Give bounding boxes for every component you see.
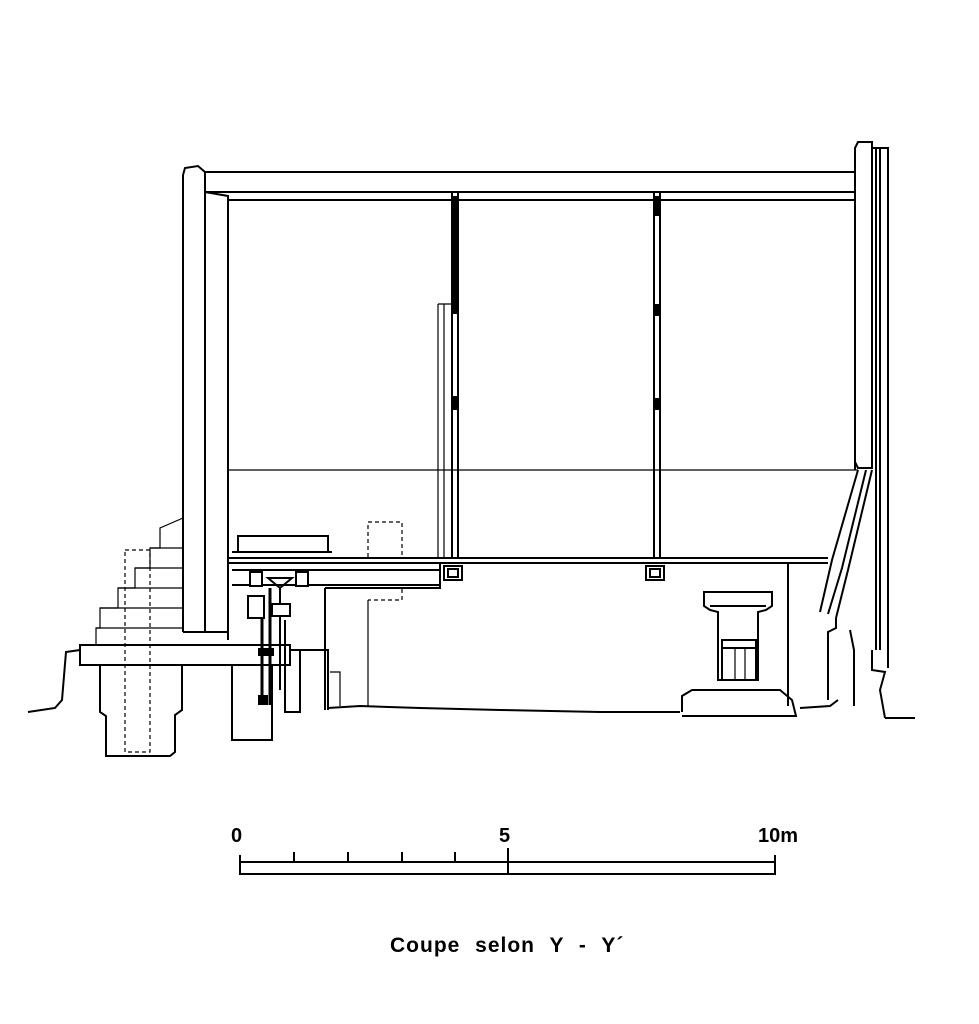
lower-level-walls — [324, 563, 789, 710]
left-wall — [182, 164, 229, 640]
exterior-staircase — [95, 517, 184, 753]
wall-niche — [681, 591, 798, 717]
floor-bench — [232, 521, 403, 601]
scale-label-end: 10m — [758, 825, 798, 847]
left-foundation — [79, 644, 329, 757]
interior-column-1 — [437, 192, 459, 558]
mill-mechanism — [247, 577, 300, 713]
interior-column-2 — [653, 192, 661, 558]
scale-bar: 0 5 10m — [231, 825, 798, 875]
scale-label-start: 0 — [231, 825, 242, 847]
floor-slab — [228, 557, 828, 589]
roof-slab — [204, 171, 855, 201]
ground-line — [27, 649, 915, 719]
drawing-caption: Coupe selon Y - Y´ — [390, 934, 624, 957]
right-wall — [819, 141, 889, 719]
floor-beams — [249, 565, 665, 587]
scale-label-mid: 5 — [499, 825, 510, 847]
